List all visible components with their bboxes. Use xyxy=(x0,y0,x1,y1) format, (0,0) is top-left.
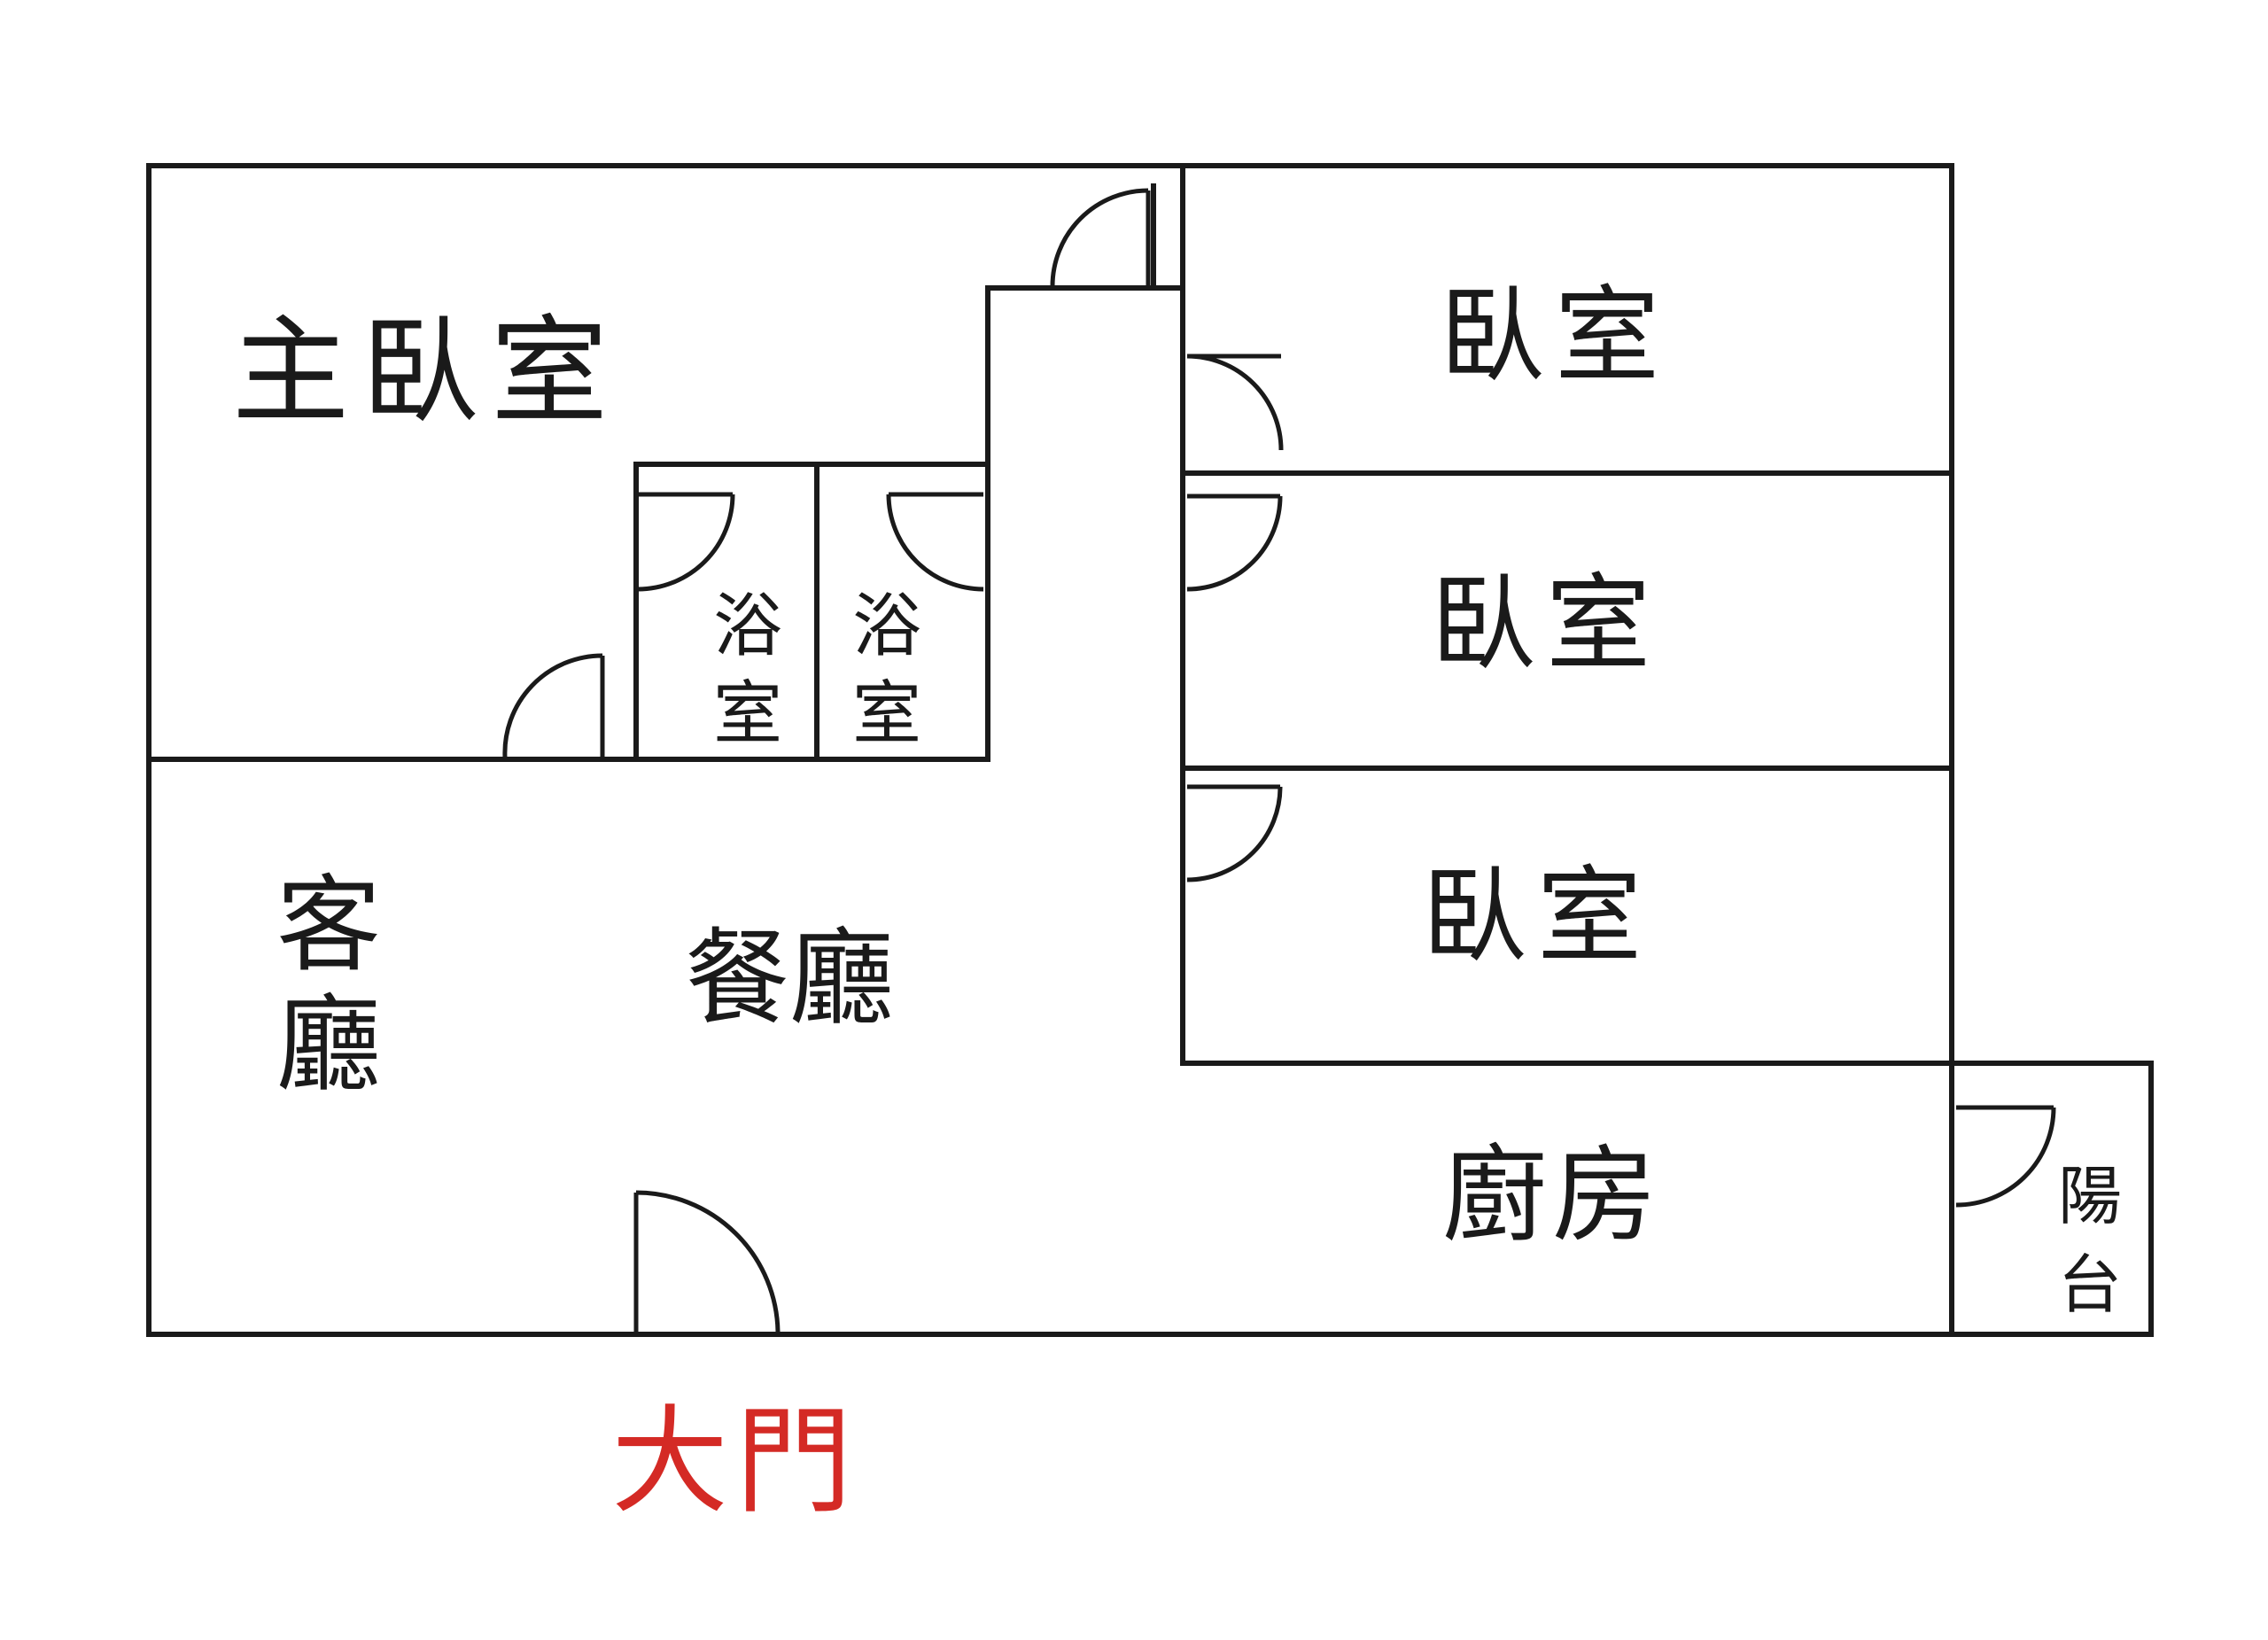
door-swing-bathroom-2 xyxy=(886,492,984,592)
label-living-room-line-1: 客 xyxy=(276,864,381,986)
door-swing-main-entrance xyxy=(633,1190,781,1333)
label-main-entrance: 大門 xyxy=(611,1394,859,1530)
label-balcony-line-2: 台 xyxy=(2058,1247,2122,1322)
label-bathroom-1-line-1: 浴 xyxy=(713,587,782,666)
label-bedroom-1: 臥室 xyxy=(1440,275,1670,397)
label-bedroom-2: 臥室 xyxy=(1431,563,1661,685)
door-swing-bedroom-1 xyxy=(1186,354,1284,451)
label-dining-room: 餐廳 xyxy=(685,917,894,1039)
doors xyxy=(502,188,2056,1333)
door-swing-corridor-top xyxy=(1050,188,1151,287)
balcony-wall xyxy=(1949,1061,2154,1337)
label-bathroom-1-line-2: 室 xyxy=(713,674,782,754)
label-bathroom-2-line-2: 室 xyxy=(852,674,921,754)
door-swing-bedroom-2 xyxy=(1186,494,1283,592)
door-swing-bedroom-3 xyxy=(1186,784,1283,882)
door-swing-master-bedroom xyxy=(502,653,605,758)
label-kitchen: 廚房 xyxy=(1442,1134,1662,1256)
walls xyxy=(146,163,2154,1337)
label-master-bedroom: 主臥室 xyxy=(232,304,620,440)
label-balcony-line-1: 陽 xyxy=(2058,1159,2122,1233)
label-bathroom-2-line-1: 浴 xyxy=(852,587,921,666)
outer-wall xyxy=(146,163,1954,1337)
door-swing-balcony xyxy=(1955,1105,2056,1208)
room-labels: 主臥室 臥室 臥室 臥室 浴 室 浴 室 客 廳 餐廳 廚房 陽 台 xyxy=(232,275,2122,1322)
door-swing-bathroom-1 xyxy=(637,492,735,592)
label-bedroom-3: 臥室 xyxy=(1422,855,1652,977)
label-living-room-line-2: 廳 xyxy=(276,983,381,1106)
